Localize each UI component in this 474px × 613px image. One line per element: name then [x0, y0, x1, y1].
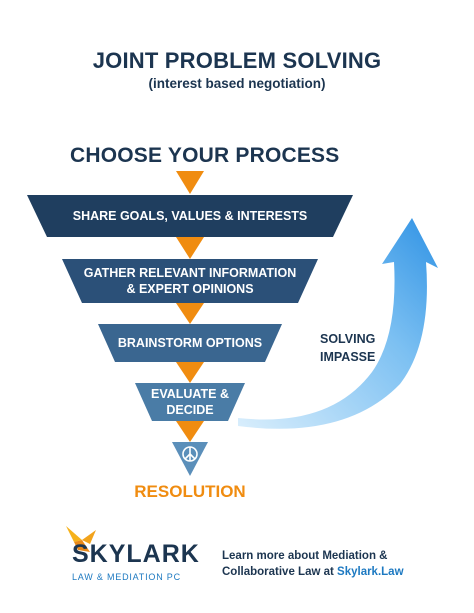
funnel-step-4: EVALUATE & DECIDE [140, 383, 240, 421]
funnel-step-4-label-line1: EVALUATE & [150, 387, 229, 401]
funnel-step-3-shape [98, 324, 282, 362]
funnel-step-3: BRAINSTORM OPTIONS [115, 324, 265, 362]
funnel-step-1-shape [27, 195, 353, 237]
orange-arrow-3 [176, 303, 204, 324]
orange-arrow-2 [176, 237, 204, 259]
page-title: JOINT PROBLEM SOLVING [92, 48, 382, 73]
page-subtitle: (interest based negotiation) [148, 76, 326, 91]
funnel-step-4-shape [135, 383, 245, 421]
footer-line2-prefix: Collaborative Law at [222, 566, 338, 578]
footer-line2: Collaborative Law at Skylark.Law [222, 564, 404, 580]
funnel-step-3-label: BRAINSTORM OPTIONS [117, 336, 263, 350]
resolution-label: RESOLUTION [134, 482, 246, 501]
orange-arrow-1 [176, 171, 204, 194]
website-link[interactable]: Skylark.Law [337, 566, 404, 578]
orange-arrow-5 [176, 421, 204, 442]
funnel-step-2-label-line1: GATHER RELEVANT INFORMATION [83, 266, 297, 280]
funnel-step-2-shape [62, 259, 318, 303]
brand-name: SKYLARK [72, 540, 200, 568]
orange-arrow-4 [176, 362, 204, 383]
brand-subtitle: LAW & MEDIATION PC [72, 572, 181, 582]
solving-impasse-line2: IMPASSE [320, 350, 376, 364]
peace-icon [182, 446, 198, 462]
loop-arrow-icon [238, 218, 438, 429]
funnel-step-1-label: SHARE GOALS, VALUES & INTERESTS [72, 209, 308, 223]
funnel-heading: CHOOSE YOUR PROCESS [70, 144, 340, 167]
funnel-step-2-label-line2: & EXPERT OPINIONS [126, 282, 254, 296]
funnel-step-4-label-line2: DECIDE [166, 403, 214, 417]
solving-impasse-label: SOLVING IMPASSE [320, 330, 420, 366]
solving-impasse-line1: SOLVING [320, 332, 376, 346]
funnel-step-1: SHARE GOALS, VALUES & INTERESTS [47, 195, 333, 237]
skylark-bird-logo-icon [66, 526, 96, 552]
footer-text: Learn more about Mediation & Collaborati… [222, 548, 404, 580]
funnel-step-2: GATHER RELEVANT INFORMATION & EXPERT OPI… [82, 259, 298, 303]
footer-line1: Learn more about Mediation & [222, 550, 388, 562]
